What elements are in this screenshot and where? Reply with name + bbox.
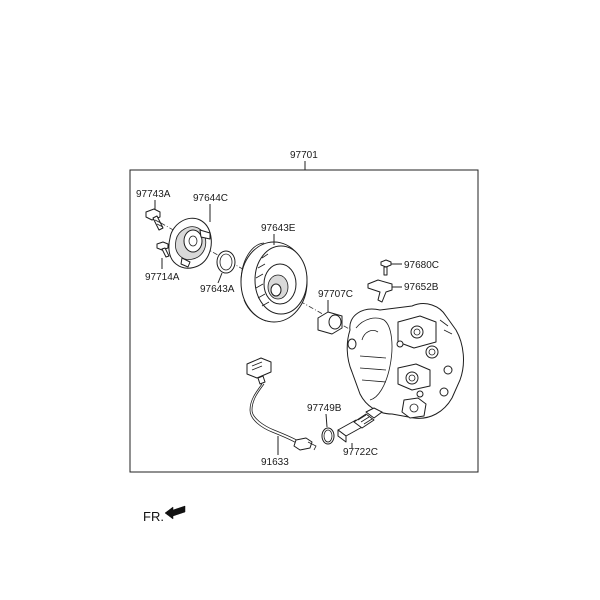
compressor-body[interactable] bbox=[346, 303, 464, 419]
pressure-switch-97722c[interactable] bbox=[337, 407, 383, 443]
label-97722c: 97722C bbox=[343, 447, 378, 458]
leader-97749b bbox=[325, 413, 328, 428]
clutch-hub-97644c[interactable] bbox=[168, 217, 212, 269]
label-97643a: 97643A bbox=[200, 284, 235, 295]
front-arrow-icon bbox=[164, 505, 186, 520]
screw-97680c[interactable] bbox=[380, 259, 392, 276]
label-97749b: 97749B bbox=[307, 403, 342, 414]
bushing-97707c[interactable] bbox=[317, 311, 343, 335]
wire-harness-91633[interactable] bbox=[246, 357, 317, 451]
assembly-frame bbox=[129, 169, 479, 473]
label-97652b: 97652B bbox=[404, 282, 439, 293]
label-97643e: 97643E bbox=[261, 223, 296, 234]
label-97707c: 97707C bbox=[318, 289, 353, 300]
o-ring-97749b[interactable] bbox=[321, 427, 335, 445]
label-97714a: 97714A bbox=[145, 272, 180, 283]
pulley-97643e[interactable] bbox=[240, 241, 308, 323]
label-91633: 91633 bbox=[261, 457, 289, 468]
assembly-number: 97701 bbox=[290, 150, 318, 161]
label-97680c: 97680C bbox=[404, 260, 439, 271]
front-indicator-label: FR. bbox=[143, 509, 164, 524]
snap-ring-97643a[interactable] bbox=[216, 250, 236, 274]
bolt-97743a[interactable] bbox=[145, 208, 164, 231]
leader-97643a bbox=[217, 272, 223, 284]
bolt-97714a[interactable] bbox=[156, 241, 170, 258]
label-97644c: 97644C bbox=[193, 193, 228, 204]
label-97743a: 97743A bbox=[136, 189, 171, 200]
bracket-97652b[interactable] bbox=[367, 279, 393, 303]
